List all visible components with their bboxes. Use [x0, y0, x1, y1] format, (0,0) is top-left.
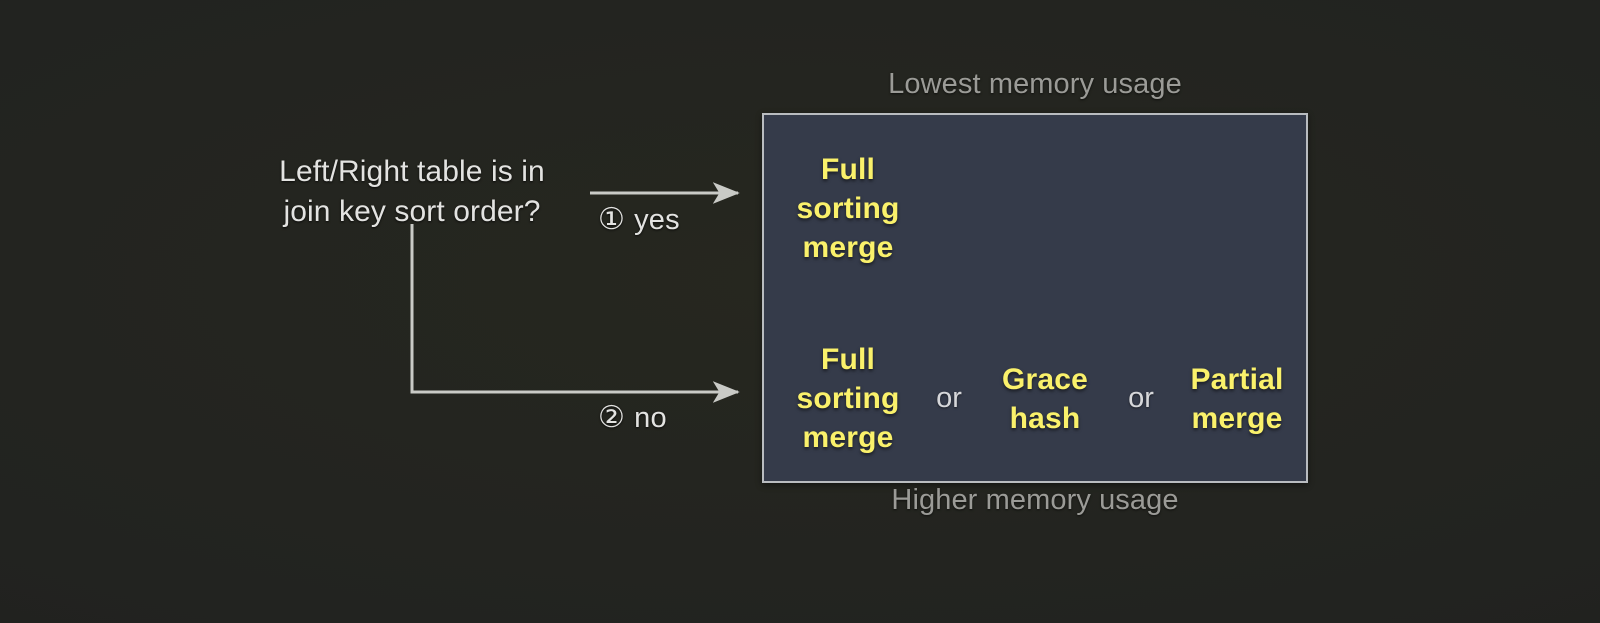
higher-memory-caption: Higher memory usage [891, 484, 1179, 516]
no-branch-text: no [634, 401, 667, 434]
yes-branch-text: yes [634, 203, 680, 236]
option-grace-hash: Grace hash [1001, 362, 1089, 435]
sorted-outcome-row: Full sorting merge [764, 141, 1306, 276]
option-partial-merge: Partial merge [1190, 362, 1284, 435]
option-full-sorting-merge-unsorted: Full sorting merge [796, 343, 900, 454]
circled-two-icon: ② [598, 401, 626, 434]
option-full-sorting-merge-sorted: Full sorting merge [796, 153, 900, 264]
unsorted-outcome-row: Full sorting merge or Grace hash or Part… [764, 331, 1306, 466]
join-strategy-box: Full sorting merge Full sorting merge or… [762, 113, 1308, 483]
conjunction-or-first: or [936, 382, 962, 414]
yes-branch-label: ① yes [598, 205, 680, 235]
conjunction-or-second: or [1128, 382, 1154, 414]
lowest-memory-caption: Lowest memory usage [888, 68, 1182, 100]
no-branch-label: ② no [598, 403, 667, 433]
no-branch-arrow [410, 224, 740, 403]
decision-question: Left/Right table is in join key sort ord… [279, 155, 545, 229]
circled-one-icon: ① [598, 203, 626, 236]
